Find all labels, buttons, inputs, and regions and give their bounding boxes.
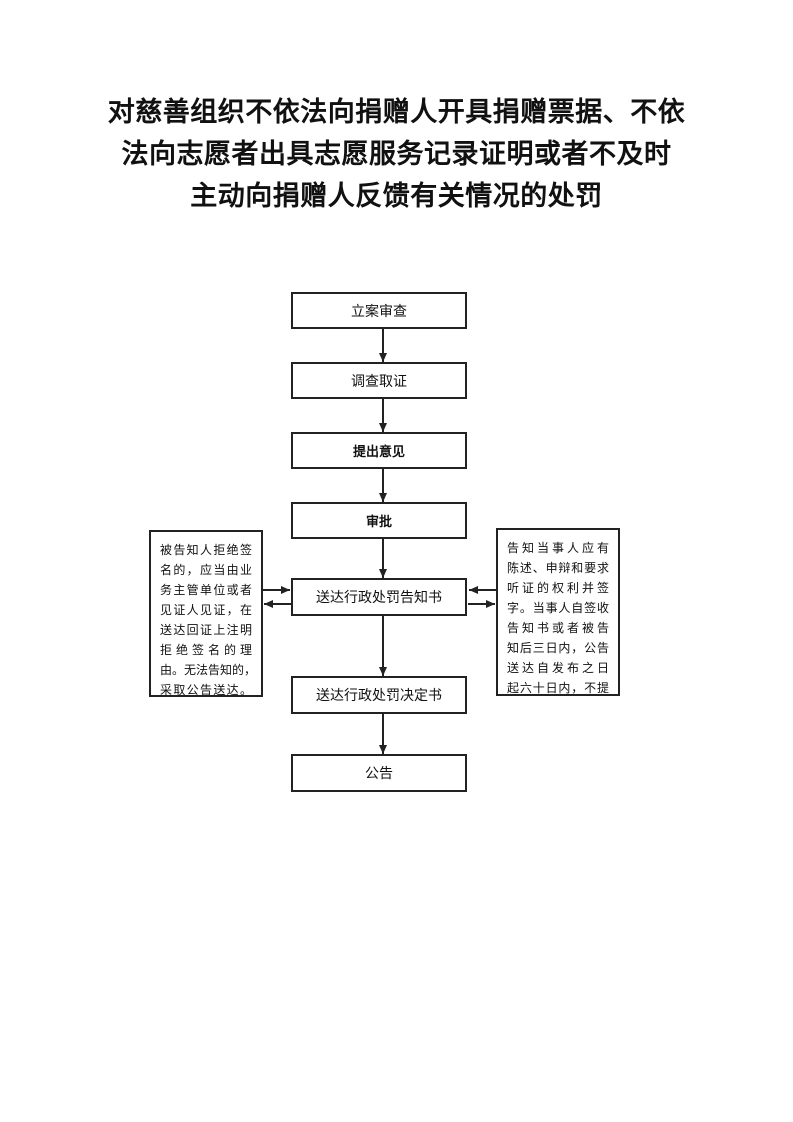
left-note: 被告知人拒绝签 名的，应当由业 务主管单位或者 见证人见证，在 送达回证上注明 … [149,530,263,697]
step-penalty-decision-label: 送达行政处罚决定书 [316,688,442,704]
right-note-line: 告知书或者被告 [507,621,609,635]
title-line-1: 对慈善组织不依法向捐赠人开具捐赠票据、不依 [107,97,686,128]
right-note-line: 告知当事人应有 [507,541,609,555]
right-note-line: 字。当事人自签收 [507,601,609,615]
step-announcement: 公告 [291,754,467,792]
step-approval-label: 审批 [365,515,392,530]
left-note-line: 采取公告送达。 [160,683,252,697]
right-note-line: 知后三日内，公告 [507,641,609,655]
left-note-line: 见证人见证，在 [160,603,252,617]
page-title: 对慈善组织不依法向捐赠人开具捐赠票据、不依 法向志愿者出具志愿服务记录证明或者不… [0,92,793,218]
step-investigation: 调查取证 [291,362,467,399]
right-note-line: 陈述、申辩和要求 [507,561,609,575]
left-note-line: 务主管单位或者 [160,583,252,597]
title-line-3: 主动向捐赠人反馈有关情况的处罚 [190,181,603,212]
right-note: 告知当事人应有 陈述、申辩和要求 听证的权利并签 字。当事人自签收 告知书或者被… [496,528,620,696]
right-note-line: 听证的权利并签 [507,581,609,595]
left-note-line: 被告知人拒绝签 [160,543,252,557]
step-approval: 审批 [291,502,467,539]
left-note-line: 名的，应当由业 [160,563,252,577]
right-note-line: 送达自发布之日 [507,661,609,675]
right-note-line: 起六十日内，不提 [507,681,609,695]
step-investigation-label: 调查取证 [351,373,407,390]
step-case-review-label: 立案审查 [351,303,407,320]
step-announcement-label: 公告 [365,766,393,782]
left-note-line: 送达回证上注明 [160,623,252,637]
left-note-line: 拒绝签名的理 [160,643,252,657]
step-opinion: 提出意见 [291,432,467,469]
step-opinion-label: 提出意见 [352,445,405,460]
title-line-2: 法向志愿者出具志愿服务记录证明或者不及时 [121,139,672,170]
step-case-review: 立案审查 [291,292,467,329]
left-note-line: 由。无法告知的， [160,663,257,677]
step-penalty-notice: 送达行政处罚告知书 [291,578,467,616]
step-penalty-decision: 送达行政处罚决定书 [291,676,467,714]
step-penalty-notice-label: 送达行政处罚告知书 [316,590,442,606]
